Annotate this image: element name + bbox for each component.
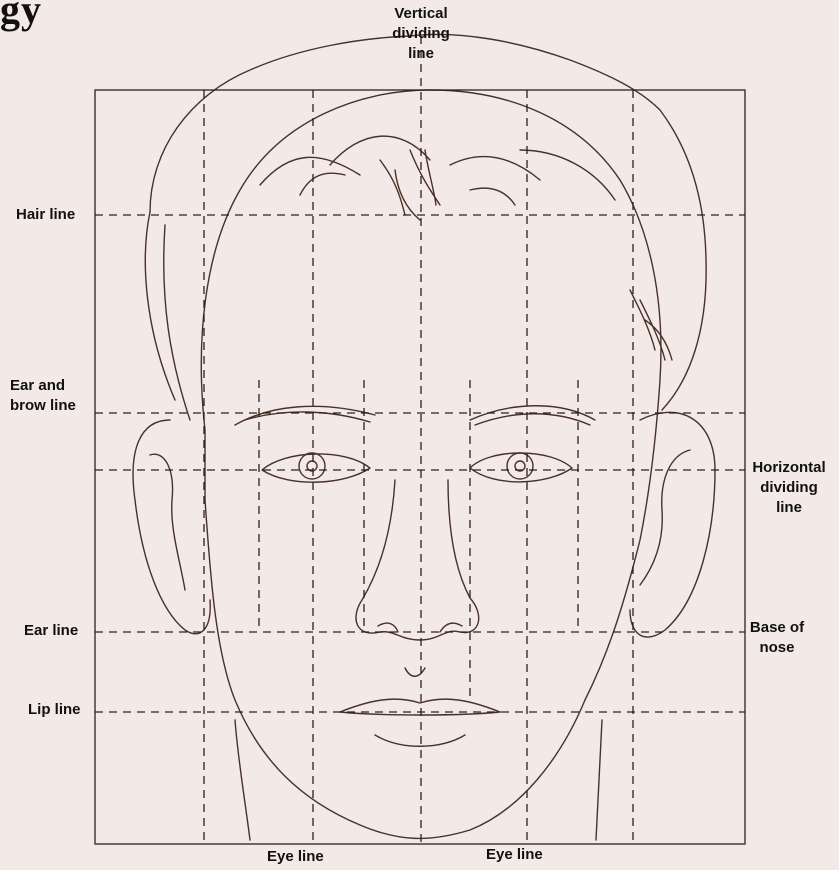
label-hair-line: Hair line <box>16 205 75 225</box>
label-horizontal-dividing-line: Horizontal dividing line <box>742 458 836 518</box>
hair-outline <box>150 34 706 410</box>
left-eyebrow <box>235 406 375 425</box>
upper-lip <box>340 699 500 712</box>
right-iris <box>507 453 533 479</box>
left-ear <box>133 420 210 634</box>
proportion-grid <box>95 36 745 844</box>
label-ear-line: Ear line <box>24 621 78 641</box>
right-eyebrow <box>470 406 595 425</box>
label-lip-line: Lip line <box>28 700 81 720</box>
lower-lip <box>375 735 465 746</box>
label-eye-line-left: Eye line <box>267 847 324 867</box>
left-iris <box>299 453 325 479</box>
label-base-of-nose: Base of nose <box>742 618 812 658</box>
label-ear-and-brow-line: Ear and brow line <box>10 376 76 416</box>
nose-nostrils <box>378 623 462 632</box>
nose <box>356 480 479 640</box>
outer-frame <box>95 90 745 844</box>
label-vertical-dividing-line: Vertical dividing line <box>376 4 466 64</box>
neck-left <box>235 720 250 840</box>
hair-left-side <box>145 212 190 420</box>
neck-right <box>596 720 602 840</box>
right-eye <box>470 453 572 482</box>
hair-right-strands <box>630 290 672 360</box>
left-ear-inner <box>150 454 185 590</box>
philtrum <box>405 668 425 676</box>
label-eye-line-right: Eye line <box>486 845 543 865</box>
